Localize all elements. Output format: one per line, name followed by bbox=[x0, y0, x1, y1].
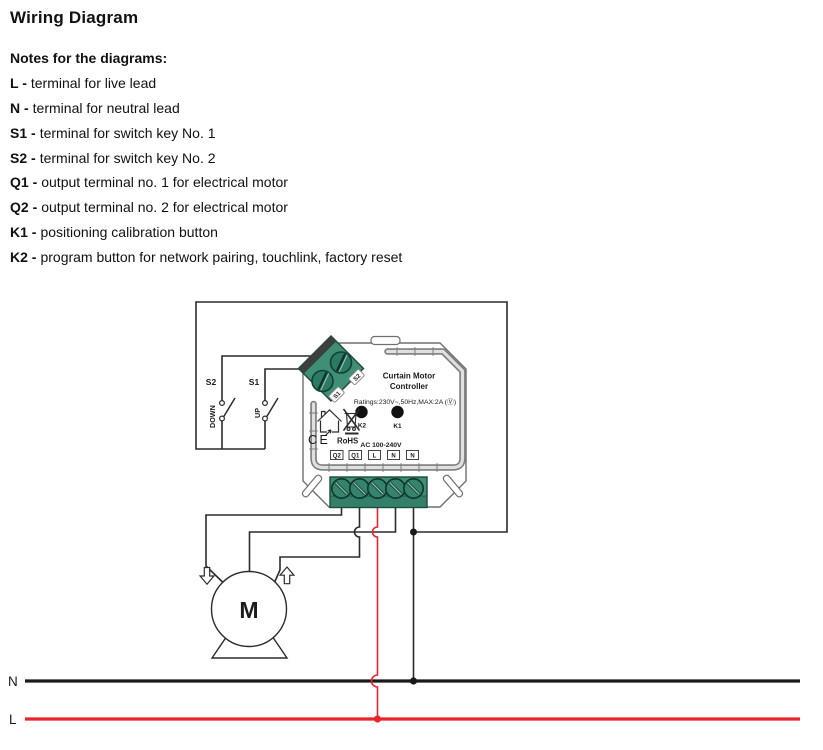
device-corner-slot bbox=[442, 474, 464, 498]
note-term: S1 - bbox=[10, 125, 36, 141]
neutral-loop-wire bbox=[195, 301, 508, 533]
n-terminal-box bbox=[406, 450, 419, 460]
note-desc: terminal for switch key No. 2 bbox=[39, 150, 216, 166]
note-line: N -terminal for neutral lead bbox=[10, 100, 180, 116]
terminal-labels: Q2 Q1 L N N bbox=[330, 450, 419, 460]
mains-terminal-block bbox=[329, 476, 428, 509]
wall-switches: S2 S1 DOWN UP bbox=[206, 377, 279, 428]
motor-label: M bbox=[239, 597, 258, 623]
q1-terminal-box bbox=[348, 450, 362, 460]
l-terminal-label: L bbox=[373, 454, 377, 460]
k2-button-label: K2 bbox=[358, 423, 367, 430]
switch-terminal-block: S1 S2 bbox=[297, 334, 365, 403]
weee-bin-icon bbox=[342, 408, 361, 435]
junction-dot bbox=[409, 677, 418, 685]
note-term: K1 - bbox=[10, 224, 37, 240]
live-wire bbox=[370, 507, 379, 719]
s1-label: S1 bbox=[249, 377, 260, 387]
note-desc: terminal for switch key No. 1 bbox=[39, 125, 216, 141]
l-terminal-box bbox=[368, 450, 381, 460]
q2-motor-wire bbox=[205, 507, 343, 583]
note-desc: terminal for neutral lead bbox=[32, 100, 180, 116]
motor: M bbox=[198, 566, 296, 659]
note-term: L - bbox=[10, 75, 27, 91]
screw-slot bbox=[320, 372, 330, 391]
note-line: K1 -positioning calibration button bbox=[10, 224, 218, 240]
junction-dot bbox=[410, 528, 417, 536]
note-term: Q2 - bbox=[10, 199, 38, 215]
live-bus-label: L bbox=[9, 712, 17, 727]
note-line: L -terminal for live lead bbox=[10, 75, 156, 91]
switch-terminal-block-edge bbox=[298, 335, 337, 374]
n-terminal-label: N bbox=[391, 454, 395, 460]
n-terminal-label: N bbox=[410, 454, 414, 460]
note-line: Q1 -output terminal no. 1 for electrical… bbox=[10, 174, 288, 190]
ac-rating-label: AC 100-240V bbox=[360, 442, 402, 449]
motor-body bbox=[210, 570, 288, 648]
notes-heading: Notes for the diagrams: bbox=[10, 50, 168, 66]
note-line: S1 -terminal for switch key No. 1 bbox=[10, 125, 216, 141]
note-desc: output terminal no. 1 for electrical mot… bbox=[41, 174, 288, 190]
s1-terminal-tag bbox=[328, 386, 345, 403]
n-motor-wire bbox=[248, 507, 397, 572]
screw-terminals bbox=[330, 477, 424, 499]
device-top-tab bbox=[370, 335, 401, 346]
device-ratings: Ratings:230V~,50Hz,MAX:2A (Ⓥ) bbox=[354, 398, 456, 406]
note-desc: terminal for live lead bbox=[30, 75, 157, 91]
note-term: Q1 - bbox=[10, 174, 38, 190]
q2-terminal-label: Q2 bbox=[333, 454, 342, 460]
note-term: S2 - bbox=[10, 150, 36, 166]
note-term: N - bbox=[10, 100, 29, 116]
note-desc: positioning calibration button bbox=[40, 224, 218, 240]
s1-switch-contact bbox=[262, 400, 269, 407]
s1-top-wire bbox=[264, 368, 299, 401]
device-title-line1: Curtain Motor bbox=[383, 372, 435, 381]
k1-button bbox=[391, 405, 404, 419]
s1-switch-contact bbox=[262, 415, 269, 422]
note-line: Q2 -output terminal no. 2 for electrical… bbox=[10, 199, 288, 215]
rohs-label: RoHS bbox=[337, 437, 358, 446]
s2-switch-contact bbox=[219, 415, 226, 422]
note-desc: output terminal no. 2 for electrical mot… bbox=[41, 199, 288, 215]
s2-terminal-tag bbox=[348, 368, 365, 386]
s1-switch-blade bbox=[265, 397, 279, 418]
note-line: K2 -program button for network pairing, … bbox=[10, 249, 402, 265]
junction-dots bbox=[373, 528, 418, 723]
s2-switch-contact bbox=[219, 400, 226, 407]
down-label: DOWN bbox=[208, 405, 217, 428]
page-title: Wiring Diagram bbox=[10, 8, 139, 27]
mains-terminal-block-lower bbox=[331, 496, 426, 507]
junction-dot-live bbox=[373, 715, 382, 723]
screw-slot bbox=[317, 371, 328, 391]
screw-slot bbox=[338, 354, 348, 372]
device-title-line2: Controller bbox=[390, 382, 428, 391]
down-direction-arrow-icon bbox=[198, 566, 216, 586]
k1-button-label: K1 bbox=[393, 423, 402, 430]
s2-switch-blade bbox=[222, 397, 236, 418]
wiring bbox=[195, 301, 508, 719]
controller-device: Curtain Motor Controller Ratings:230V~,5… bbox=[297, 334, 467, 509]
house-icon bbox=[317, 409, 342, 436]
power-bus: N L bbox=[8, 674, 800, 727]
q1-terminal-label: Q1 bbox=[351, 454, 360, 460]
s2-top-wire bbox=[221, 355, 311, 401]
device-corner-slot bbox=[301, 474, 323, 498]
s1-terminal-tag-label: S1 bbox=[333, 390, 343, 400]
q2-terminal-box bbox=[330, 450, 344, 460]
q1-motor-wire bbox=[273, 507, 361, 583]
s2-terminal-tag-label: S2 bbox=[353, 373, 363, 383]
s2-label: S2 bbox=[206, 377, 217, 387]
screw-slot bbox=[335, 353, 347, 372]
note-line: S2 -terminal for switch key No. 2 bbox=[10, 150, 216, 166]
gasket-track bbox=[309, 347, 466, 472]
ce-mark: CE bbox=[308, 433, 330, 447]
up-direction-arrow-icon bbox=[278, 566, 296, 585]
note-term: K2 - bbox=[10, 249, 37, 265]
up-label: UP bbox=[253, 408, 262, 418]
note-desc: program button for network pairing, touc… bbox=[40, 249, 403, 265]
k2-button bbox=[355, 405, 368, 419]
n-terminal-box bbox=[387, 450, 400, 460]
neutral-bus-label: N bbox=[8, 674, 18, 689]
